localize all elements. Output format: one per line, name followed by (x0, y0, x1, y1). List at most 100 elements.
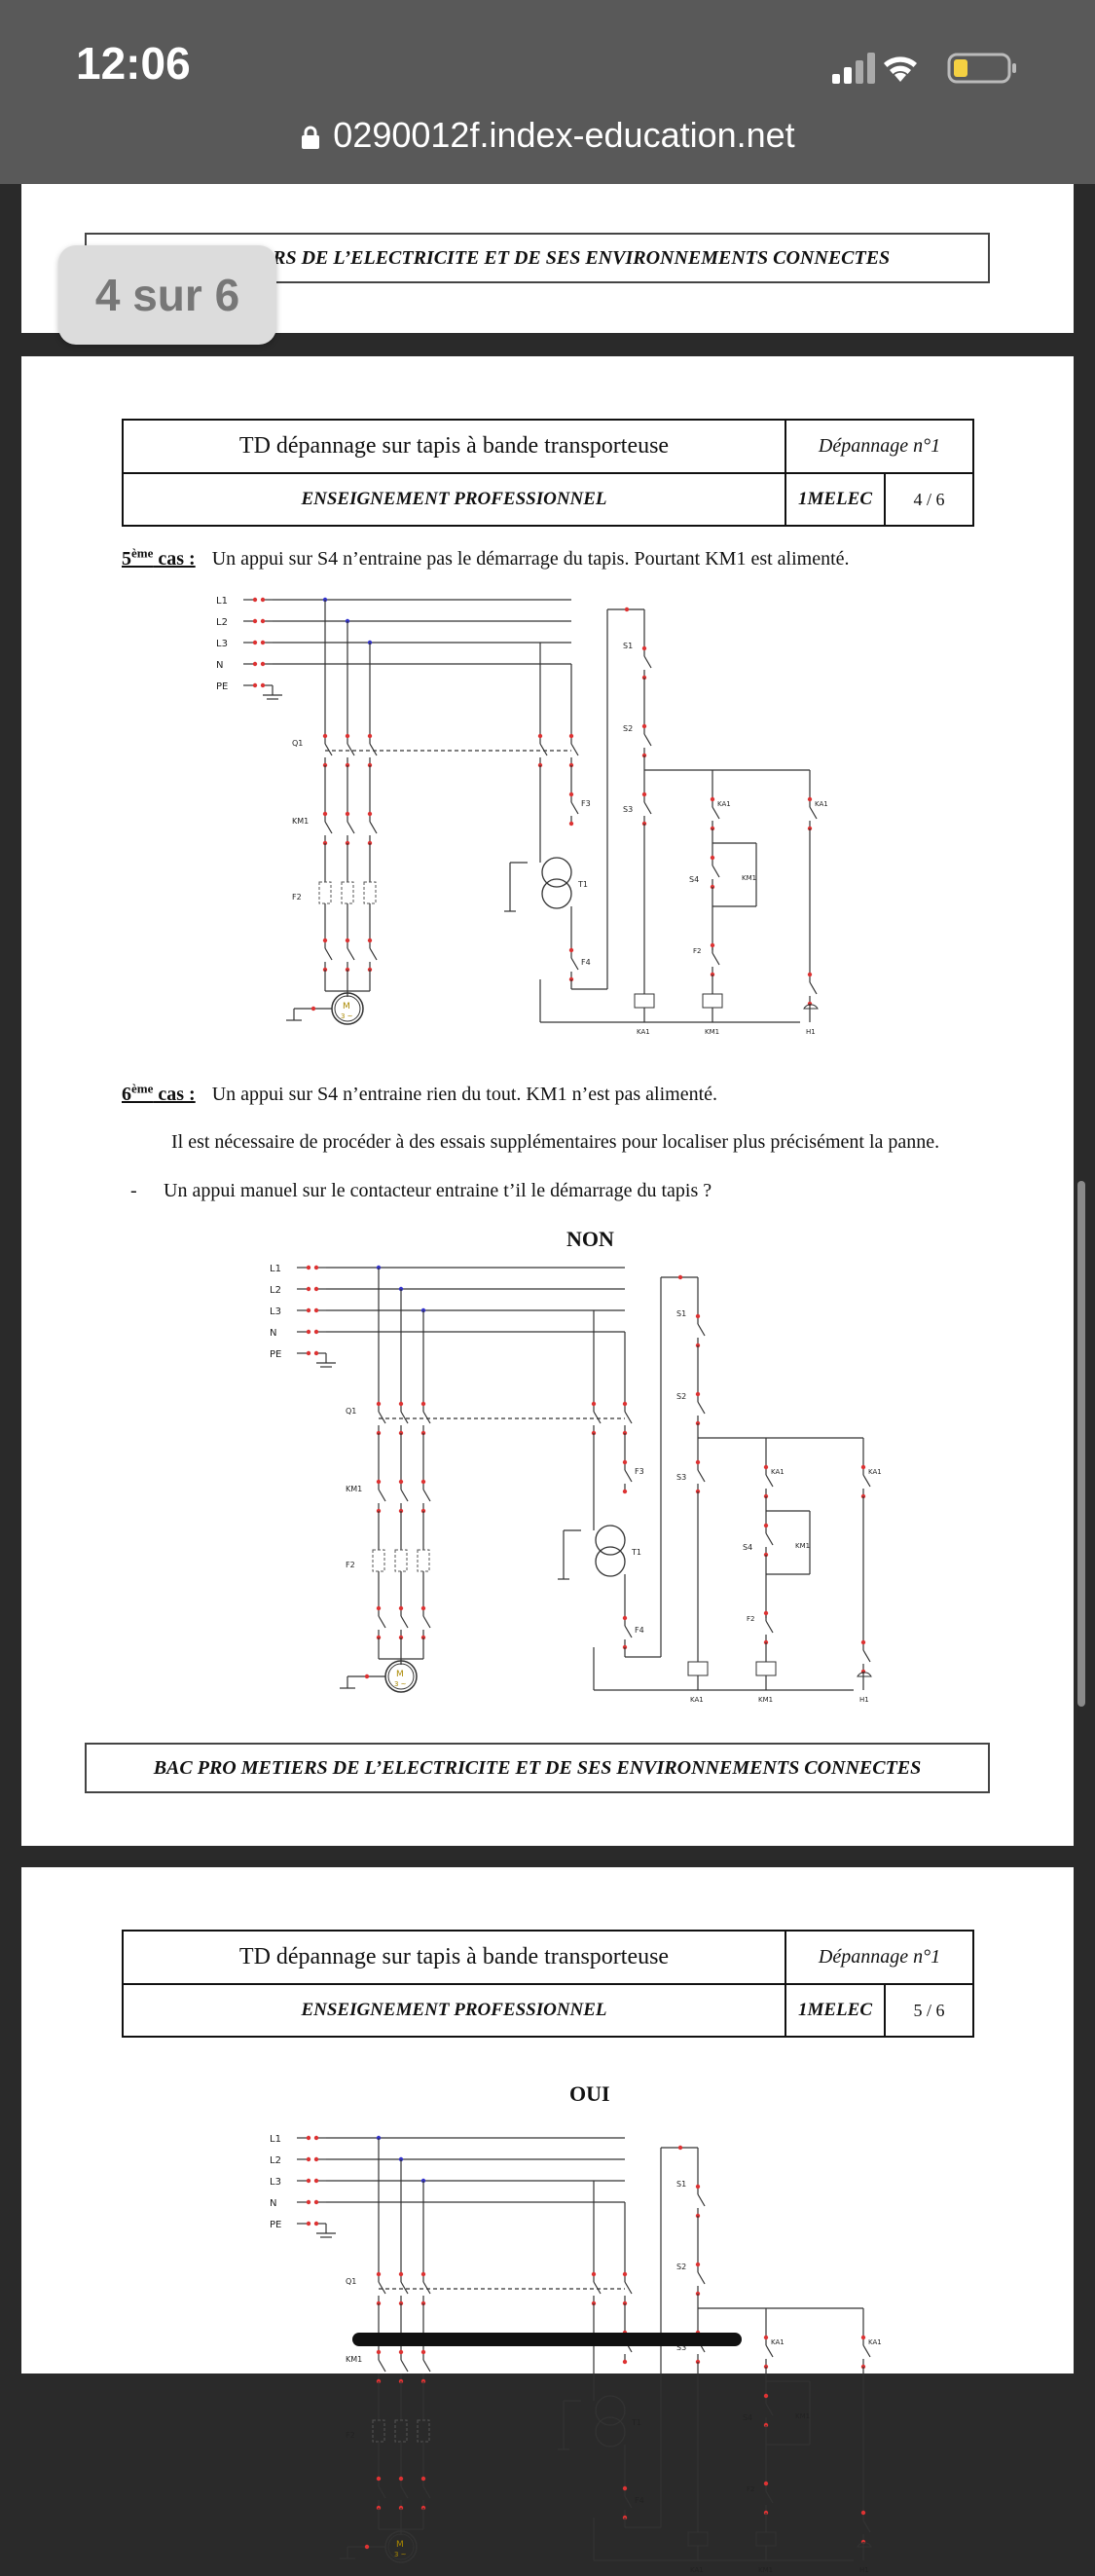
home-indicator[interactable] (352, 2333, 742, 2346)
terminal (322, 938, 328, 943)
terminal (322, 811, 328, 817)
wire (369, 947, 378, 961)
terminal (695, 2184, 701, 2190)
wifi-icon (884, 56, 917, 82)
terminal (763, 1523, 769, 1528)
wire (400, 2359, 409, 2373)
label-s4: S4 (743, 1543, 752, 1552)
lock-icon (302, 126, 320, 149)
terminal (860, 2510, 866, 2516)
wire (712, 806, 720, 820)
wire (765, 2490, 774, 2504)
label-s3: S3 (676, 1473, 686, 1482)
header-enseignement: ENSEIGNEMENT PROFESSIONNEL (122, 472, 786, 527)
coil-ka1 (634, 993, 655, 1009)
transformer-icon (541, 878, 572, 909)
terminal (641, 645, 647, 651)
label-q1: Q1 (346, 2277, 356, 2286)
label-s1: S1 (676, 2180, 686, 2189)
motor-label-phase: 3 ~ (394, 2551, 407, 2558)
battery-icon (947, 53, 1016, 84)
terminal (420, 1605, 426, 1611)
label-ka1: KA1 (771, 1468, 785, 1476)
wire (765, 1532, 774, 1546)
terminal (622, 1401, 628, 1407)
answer-non-heading: NON (566, 1227, 614, 1251)
terminal (376, 2271, 382, 2277)
label-ka1: KA1 (815, 800, 828, 808)
wire (712, 865, 720, 878)
label-f2: F2 (346, 2431, 355, 2440)
label-t1: T1 (631, 1548, 641, 1557)
wire (765, 1474, 774, 1488)
line-label-n: N (270, 1328, 276, 1339)
wire (712, 952, 720, 966)
label-ka1: KA1 (717, 800, 731, 808)
terminal (807, 796, 813, 802)
url-bar[interactable]: 0290012f.index-education.net (0, 115, 1095, 156)
line-label-l1: L1 (270, 2134, 281, 2145)
wire (765, 1620, 774, 1634)
terminal (420, 1401, 426, 1407)
terminal (322, 967, 328, 973)
label-km1: KM1 (346, 1485, 362, 1493)
terminal (568, 947, 574, 953)
line-label-n: N (216, 660, 223, 671)
motor-label-phase: 3 ~ (341, 1012, 353, 1020)
wire (422, 2485, 431, 2499)
wire (765, 2344, 774, 2358)
label-ka1: KA1 (637, 1028, 650, 1036)
terminal (420, 1479, 426, 1485)
terminal (252, 682, 258, 688)
scrollbar[interactable] (1077, 1181, 1085, 1707)
label-h1: H1 (859, 1696, 869, 1704)
pdf-page-4: TD dépannage sur tapis à bande transport… (21, 356, 1074, 1846)
wire (570, 743, 579, 756)
label-km1: KM1 (758, 2566, 773, 2574)
pdf-page-5: TD dépannage sur tapis à bande transport… (21, 1867, 1074, 2574)
wire (422, 1489, 431, 1502)
label-ka1: KA1 (868, 1468, 882, 1476)
terminal (763, 1610, 769, 1616)
terminal (306, 2178, 311, 2184)
wire (422, 2281, 431, 2295)
header-classe: 1MELEC (785, 472, 886, 527)
label-ka1: KA1 (690, 1696, 704, 1704)
label-f2: F2 (292, 893, 302, 902)
wire (862, 1474, 871, 1488)
wire (809, 806, 818, 820)
wire (369, 743, 378, 756)
coil-km1 (755, 2531, 777, 2547)
wire (643, 655, 652, 669)
terminal (306, 1286, 311, 1292)
label-s2: S2 (676, 1392, 686, 1401)
terminal (376, 2476, 382, 2482)
relay-element (372, 1549, 385, 1572)
motor-icon-inner (334, 995, 361, 1022)
terminal (322, 733, 328, 739)
case6-line: 6ème cas : Un appui sur S4 n’entraine ri… (122, 1081, 717, 1106)
line-label-l3: L3 (270, 2177, 281, 2188)
relay-element (318, 881, 332, 904)
wire (624, 1469, 633, 1483)
label-km1: KM1 (742, 874, 756, 882)
terminal (568, 791, 574, 797)
line-label-n: N (270, 2198, 276, 2209)
terminal (306, 2135, 311, 2141)
label-s1: S1 (676, 1309, 686, 1318)
terminal (306, 1265, 311, 1270)
terminal (695, 1459, 701, 1465)
wire (643, 733, 652, 747)
terminal (306, 2156, 311, 2162)
wire (624, 1625, 633, 1638)
label-ka1: KA1 (771, 2338, 785, 2346)
wire (862, 2520, 871, 2533)
label-s4: S4 (689, 875, 699, 884)
terminal (313, 2178, 319, 2184)
transformer-icon (595, 1546, 626, 1577)
terminal (568, 733, 574, 739)
label-ka1: KA1 (690, 2566, 704, 2574)
wire (862, 1649, 871, 1663)
